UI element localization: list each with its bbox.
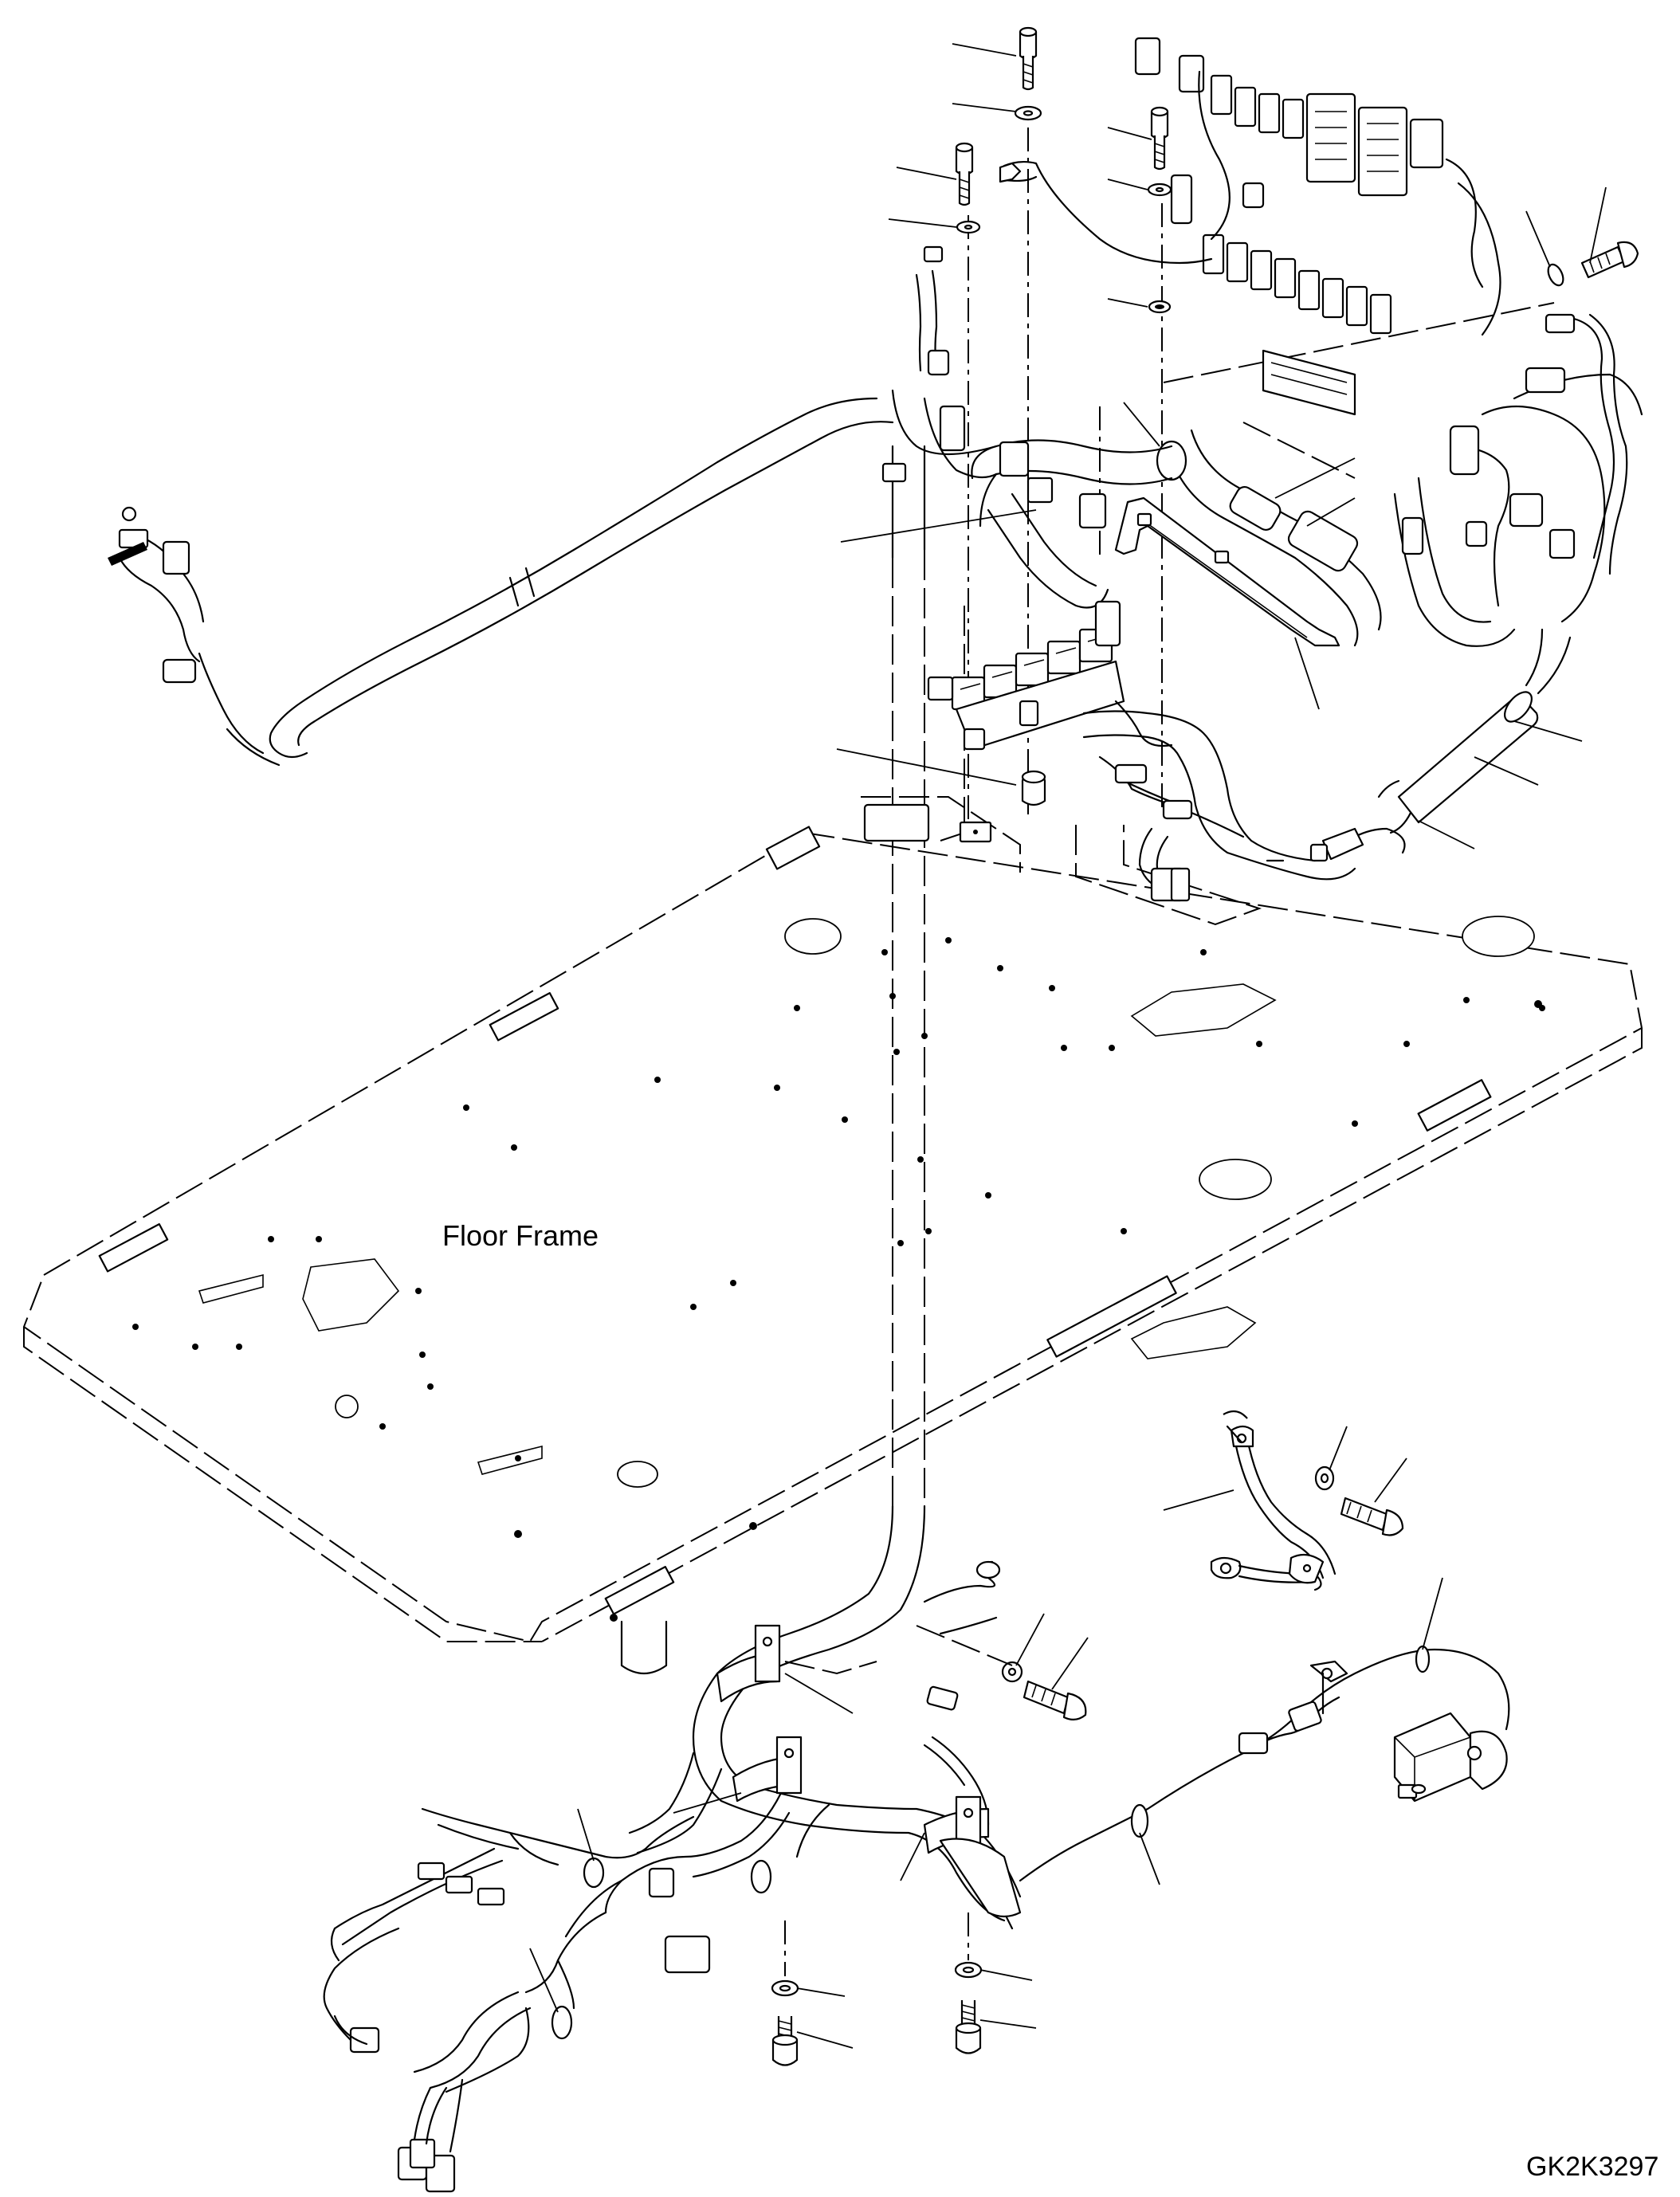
ground-strap bbox=[1210, 1410, 1404, 1591]
callout-leader-lines bbox=[529, 43, 1607, 2049]
left-branch-harness bbox=[108, 397, 894, 767]
upper-clip-harness bbox=[915, 160, 1213, 376]
drawing-code-label: GK2K3297 bbox=[1526, 2152, 1659, 2182]
floor-frame-plate bbox=[22, 826, 1643, 1643]
center-right-harness bbox=[1082, 710, 1356, 902]
protective-sleeve bbox=[1309, 628, 1572, 862]
upper-fasteners bbox=[955, 26, 1639, 784]
lower-clamp-brackets bbox=[716, 1624, 1022, 1918]
floor-frame-label: Floor Frame bbox=[442, 1219, 599, 1252]
main-upper-harness bbox=[891, 174, 1643, 647]
lower-harness bbox=[323, 1505, 1510, 2193]
lower-fasteners bbox=[771, 1625, 1087, 2066]
relay-block-upper bbox=[1134, 37, 1501, 416]
harness-bracket bbox=[1114, 496, 1340, 647]
vertical-harness-duct bbox=[620, 445, 930, 1674]
center-connector-block bbox=[881, 405, 1173, 843]
